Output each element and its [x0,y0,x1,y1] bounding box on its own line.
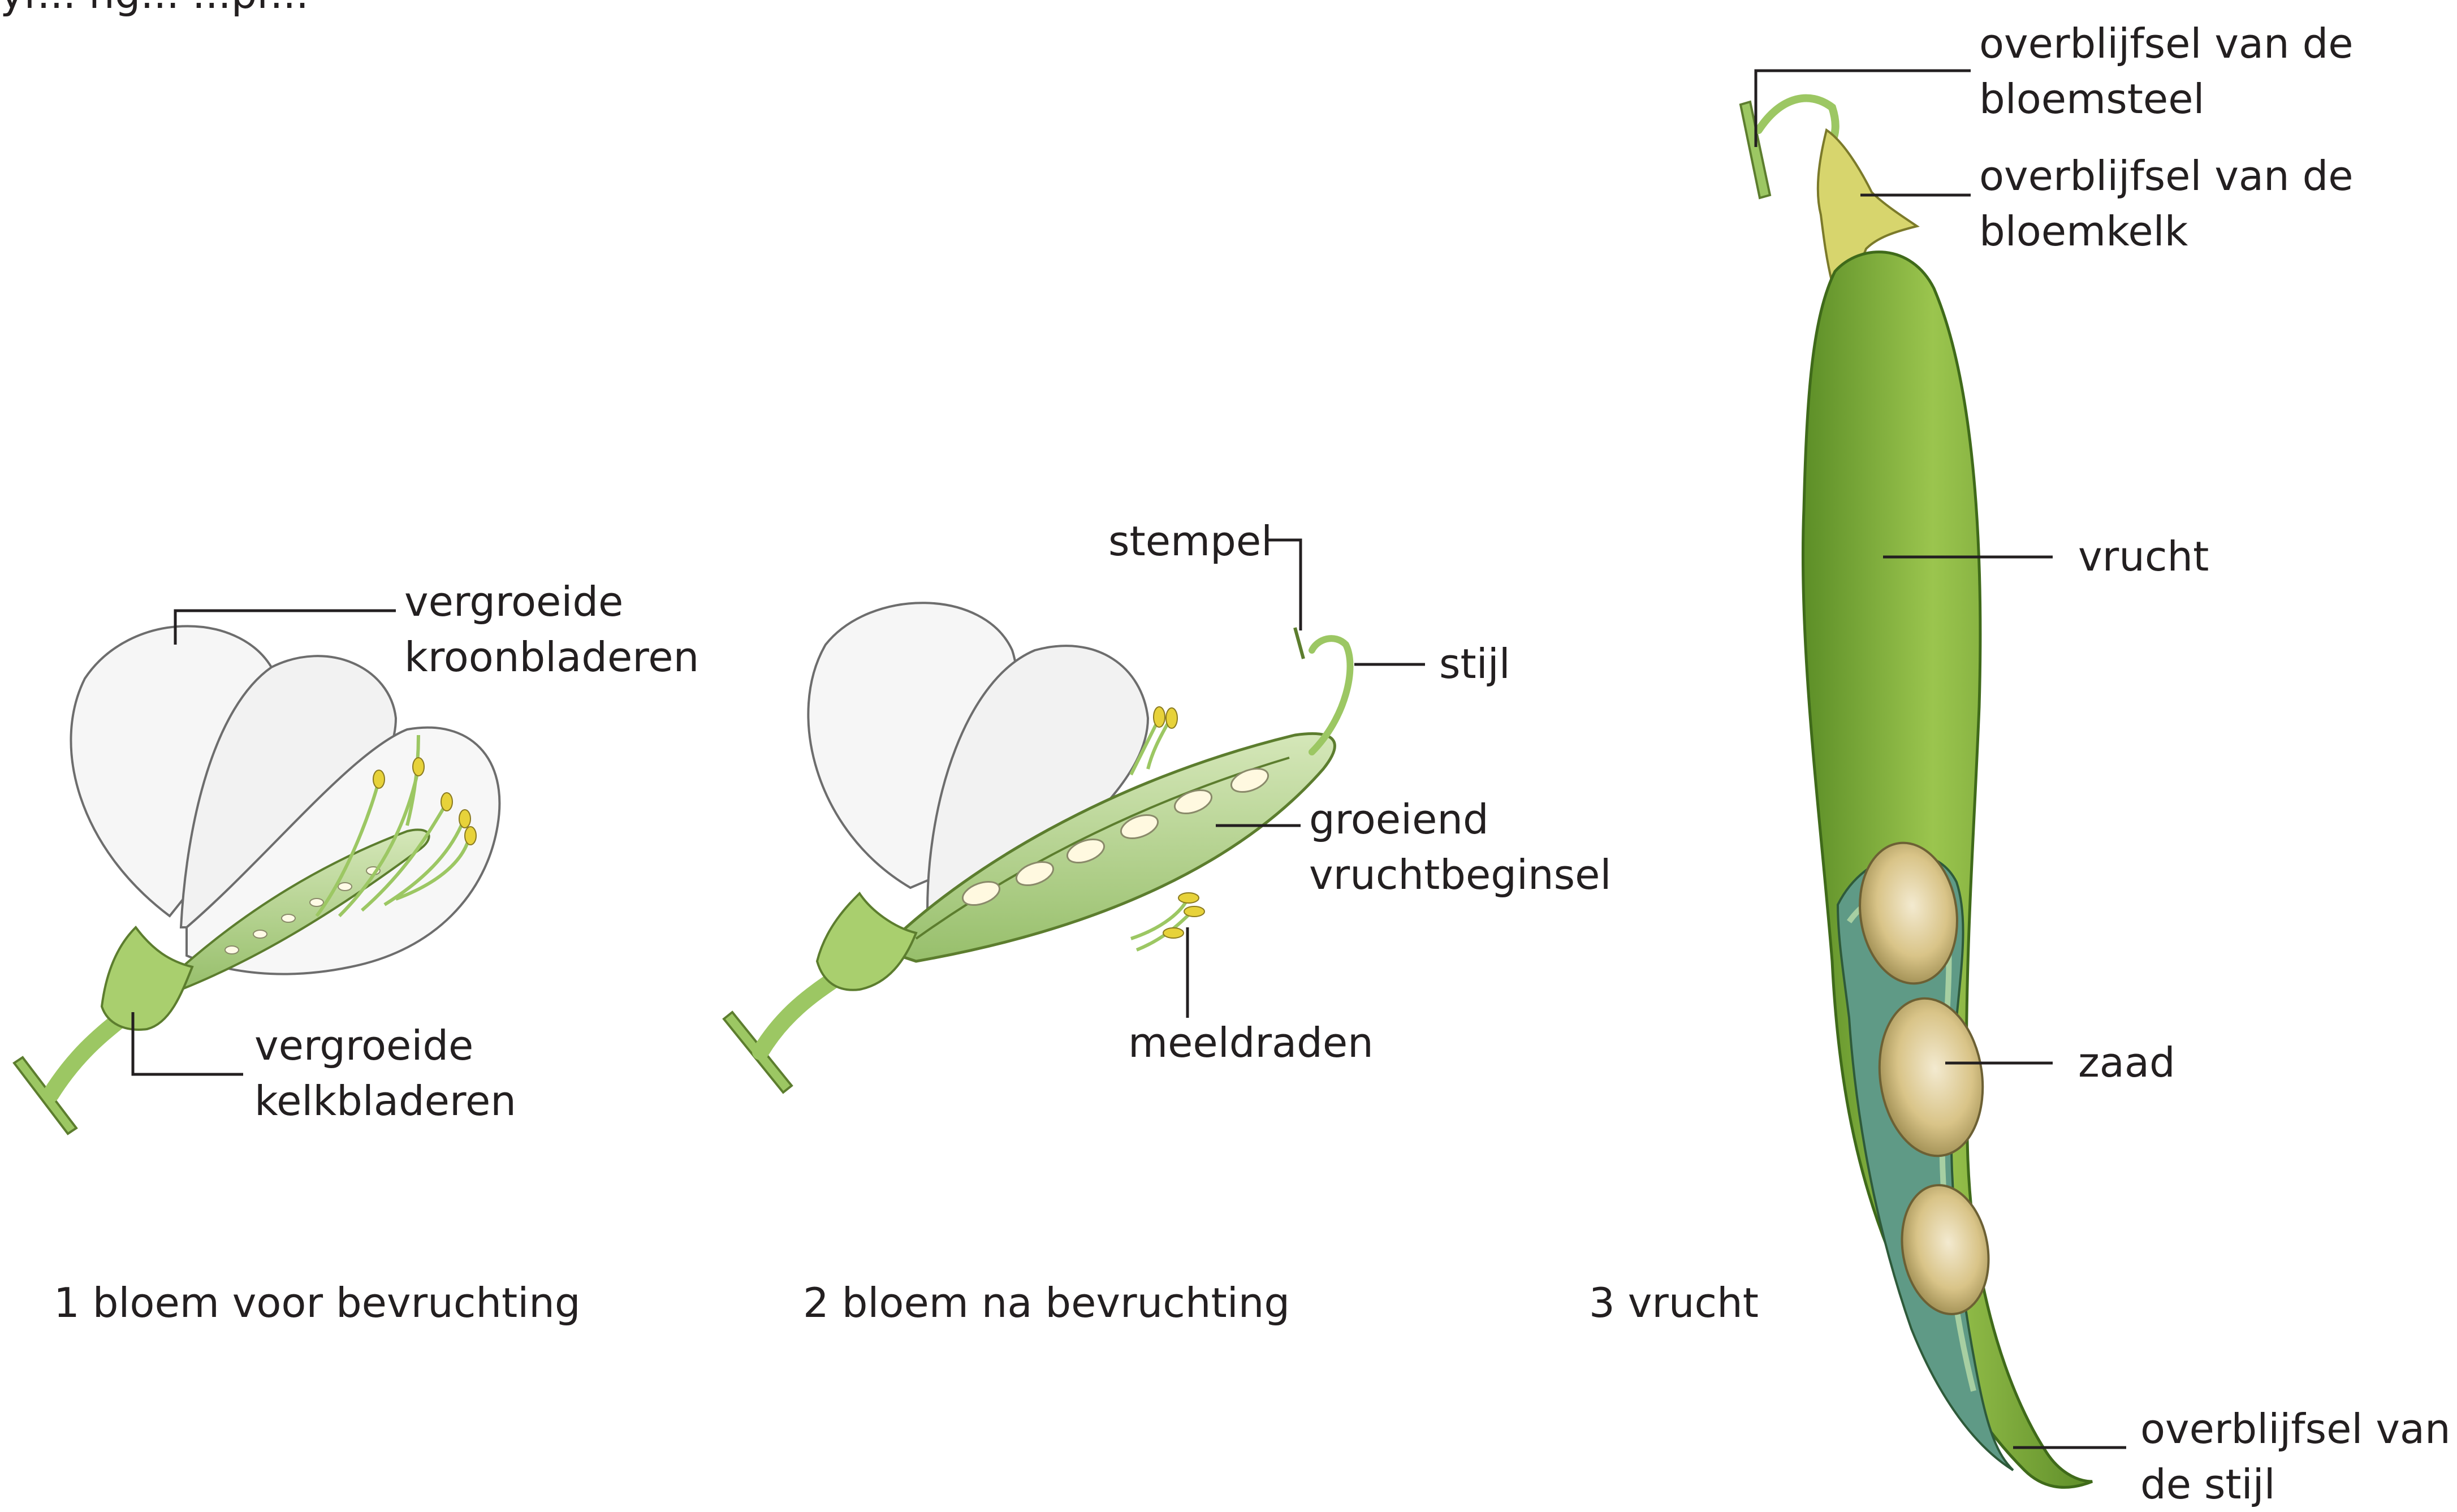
label-bloemsteel: overblijfsel van de bloemsteel [1979,16,2354,127]
label-kelkbladeren-line2: kelkbladeren [254,1073,516,1129]
bloemsteel-leader [1756,71,1971,147]
label-bloemsteel-line2: bloemsteel [1979,71,2354,127]
label-bloemkelk: overblijfsel van de bloemkelk [1979,148,2354,259]
label-stijl-text: stijl [1439,640,1510,688]
caption-panel-1-text: 1 bloem voor bevruchting [54,1279,581,1327]
flower2-stigma [1295,628,1303,659]
caption-panel-2: 2 bloem na bevruchting [803,1275,1290,1330]
label-stempel-text: stempel [1108,517,1272,565]
label-kroonbladeren-line2: kroonbladeren [404,629,699,685]
label-zaad-text: zaad [2078,1039,2175,1086]
label-kelkbladeren-line1: vergroeide [254,1018,516,1073]
label-meeldraden: meeldraden [1128,1015,1374,1070]
label-bloemkelk-line2: bloemkelk [1979,204,2354,259]
label-vrucht: vrucht [2078,529,2209,584]
label-stempel: stempel [1108,513,1272,569]
clipped-heading-text: yr... ng... ...pr... [0,0,309,18]
label-kroonbladeren-line1: vergroeide [404,574,699,629]
label-stijlrest-line1: overblijfsel van [2140,1401,2451,1457]
label-vruchtbeginsel-line1: groeiend [1309,792,1611,847]
clipped-heading-fragment: yr... ng... ...pr... [0,0,309,21]
label-zaad: zaad [2078,1035,2175,1090]
label-kelkbladeren: vergroeide kelkbladeren [254,1018,516,1129]
label-kroonbladeren: vergroeide kroonbladeren [404,574,699,685]
label-stijlrest-line2: de stijl [2140,1457,2451,1512]
fruit-pod [1741,71,2126,1487]
flower1-calyx [102,927,192,1030]
label-stijlrest: overblijfsel van de stijl [2140,1401,2451,1512]
label-vruchtbeginsel: groeiend vruchtbeginsel [1309,792,1611,902]
label-vrucht-text: vrucht [2078,533,2209,580]
pod-stalk-curve [1759,98,1836,141]
caption-panel-1: 1 bloem voor bevruchting [54,1275,581,1330]
caption-panel-2-text: 2 bloem na bevruchting [803,1279,1290,1327]
label-meeldraden-text: meeldraden [1128,1019,1374,1066]
label-vruchtbeginsel-line2: vruchtbeginsel [1309,847,1611,902]
flower2-calyx [817,893,916,990]
label-bloemkelk-line1: overblijfsel van de [1979,148,2354,204]
caption-panel-3-text: 3 vrucht [1589,1279,1759,1327]
label-bloemsteel-line1: overblijfsel van de [1979,16,2354,71]
caption-panel-3: 3 vrucht [1589,1275,1759,1330]
label-stijl: stijl [1439,636,1510,692]
